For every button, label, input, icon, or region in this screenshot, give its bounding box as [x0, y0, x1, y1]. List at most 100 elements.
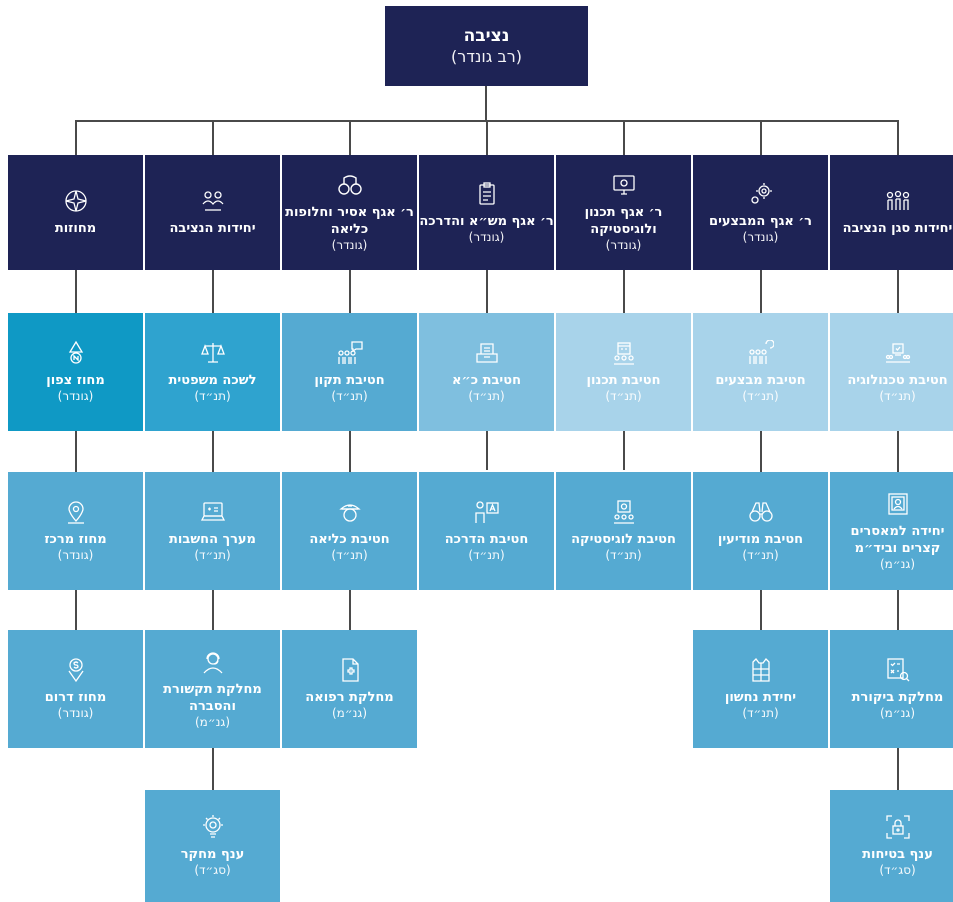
unit-south-district: מחוז דרום (גונדר): [8, 630, 143, 748]
branch-title: יחידות סגן הנציבה: [842, 221, 953, 236]
connector-branch-0: [75, 120, 77, 155]
unit-planning: חטיבת תכנון (תנ״ד): [556, 313, 691, 431]
branch-hr-division: ר׳ אגף מש״א והדרכה (גונדר): [419, 155, 554, 270]
branch-title: יחידות הנציבה: [169, 221, 256, 236]
monitor-team-icon: [611, 499, 637, 525]
unit-title: מערך החשבות: [169, 532, 256, 547]
location-pin-icon: [63, 499, 89, 525]
unit-rehabilitation: חטיבת תקון (תנ״ד): [282, 313, 417, 431]
connector-branch-1: [212, 120, 214, 155]
headset-person-icon: [200, 649, 226, 675]
unit-rank: (גונדר): [57, 548, 94, 562]
unit-rank: (גונדר): [57, 706, 94, 720]
north-arrow-icon: [63, 340, 89, 366]
unit-rank: (תנ״ד): [468, 389, 505, 403]
unit-rank: (תנ״ד): [331, 389, 368, 403]
checklist-search-icon: [885, 657, 911, 683]
teacher-board-icon: [474, 499, 500, 525]
unit-title: מחוז דרום: [44, 690, 107, 705]
branch-rank: (גונדר): [742, 229, 779, 244]
unit-title: מחוז מרכז: [44, 532, 107, 547]
handcuffs-icon: [337, 172, 363, 198]
unit-title: חטיבת מודיעין: [717, 532, 804, 547]
unit-title: חטיבת כ״א: [452, 373, 521, 388]
branch-rank: (גונדר): [331, 238, 368, 252]
unit-rank: (סג״ד): [879, 863, 916, 877]
unit-title: יחידת נחשון: [724, 690, 797, 705]
unit-safety-branch: ענף בטיחות (סג״ד): [830, 790, 953, 902]
top-subtitle: (רב גונדר): [451, 47, 522, 66]
unit-rank: (תנ״ד): [194, 548, 231, 562]
unit-north-district: מחוז צפון (גונדר): [8, 313, 143, 431]
unit-title: מחלקת תקשורת והסברה: [163, 681, 262, 714]
unit-technology: חטיבת טכנולוגיה (תנ״ד): [830, 313, 953, 431]
unit-title: חטיבת טכנולוגיה: [847, 373, 948, 388]
card-box-icon: [474, 340, 500, 366]
unit-title: חטיבת הדרכה: [444, 532, 529, 547]
lock-frame-icon: [885, 814, 911, 840]
unit-communications: מחלקת תקשורת והסברה (גנ״מ): [145, 630, 280, 748]
unit-rank: (תנ״ד): [468, 548, 505, 562]
unit-title: חטיבת מבצעים: [715, 373, 806, 388]
connector-branch-4: [623, 120, 625, 155]
unit-title: חטיבת כליאה: [309, 532, 390, 547]
connector-branch-6: [897, 120, 899, 155]
branch-deputy-units: יחידות סגן הנציבה: [830, 155, 953, 270]
unit-rank: (גנ״מ): [195, 714, 230, 729]
people-group-icon: [200, 188, 226, 214]
branch-title: ר׳ אגף מש״א והדרכה: [419, 213, 554, 229]
people-chat-icon: [337, 340, 363, 366]
connector-top-vertical: [485, 86, 487, 121]
compass-icon: [63, 188, 89, 214]
unit-title: יחידה למאסרים קצרים וביד״מ: [850, 523, 945, 556]
connector-branch-2: [349, 120, 351, 155]
branch-operations-division: ר׳ אגף המבצעים (גונדר): [693, 155, 828, 270]
unit-rank: (תנ״ד): [742, 389, 779, 403]
unit-rank: (גונדר): [57, 389, 94, 403]
unit-title: לשכה משפטית: [168, 373, 257, 388]
branch-planning-division: ר׳ אגף תכנון ולוגיסטיקה (גונדר): [556, 155, 691, 270]
top-title: נציבה: [463, 26, 510, 46]
unit-short-sentences: יחידה למאסרים קצרים וביד״מ (גנ״מ): [830, 472, 953, 590]
unit-legal-bureau: לשכה משפטית (תנ״ד): [145, 313, 280, 431]
unit-accounting: מערך החשבות (תנ״ד): [145, 472, 280, 590]
connector-col-2: [349, 270, 351, 630]
unit-manpower: חטיבת כ״א (תנ״ד): [419, 313, 554, 431]
unit-logistics: חטיבת לוגיסטיקה (תנ״ד): [556, 472, 691, 590]
unit-rank: (תנ״ד): [879, 389, 916, 403]
unit-title: חטיבת לוגיסטיקה: [571, 532, 676, 547]
unit-rank: (תנ״ד): [331, 548, 368, 562]
binoculars-icon: [748, 499, 774, 525]
officer-cap-icon: [337, 499, 363, 525]
three-people-icon: [885, 188, 911, 214]
unit-research-branch: ענף מחקר (סג״ד): [145, 790, 280, 902]
unit-title: מחלקת רפואה: [305, 690, 394, 705]
unit-rank: (תנ״ד): [742, 706, 779, 720]
branch-districts: מחוזות: [8, 155, 143, 270]
branch-rank: (גונדר): [605, 238, 642, 252]
id-frame-icon: [885, 491, 911, 517]
branch-title: ר׳ אגף אסיר וחלופות כליאה: [285, 205, 414, 237]
unit-operations: חטיבת מבצעים (תנ״ד): [693, 313, 828, 431]
vest-icon: [748, 657, 774, 683]
branch-prisoner-division: ר׳ אגף אסיר וחלופות כליאה (גונדר): [282, 155, 417, 270]
unit-title: מחלקת ביקורת: [851, 690, 944, 705]
unit-rank: (גנ״מ): [332, 706, 367, 720]
connector-col-5: [760, 270, 762, 630]
unit-central-district: מחוז מרכז (גונדר): [8, 472, 143, 590]
tech-team-icon: [885, 340, 911, 366]
unit-nachshon: יחידת נחשון (תנ״ד): [693, 630, 828, 748]
calendar-team-icon: [611, 340, 637, 366]
gears-icon: [748, 181, 774, 207]
unit-rank: (גנ״מ): [880, 706, 915, 720]
connector-branch-3: [486, 120, 488, 155]
unit-rank: (תנ״ד): [605, 389, 642, 403]
branch-title: מחוזות: [54, 221, 97, 236]
medical-doc-icon: [337, 657, 363, 683]
unit-title: חטיבת תקון: [314, 373, 385, 388]
unit-incarceration: חטיבת כליאה (תנ״ד): [282, 472, 417, 590]
unit-rank: (סג״ד): [194, 863, 231, 877]
connector-branch-5: [760, 120, 762, 155]
branch-commission-units: יחידות הנציבה: [145, 155, 280, 270]
unit-medical: מחלקת רפואה (גנ״מ): [282, 630, 417, 748]
